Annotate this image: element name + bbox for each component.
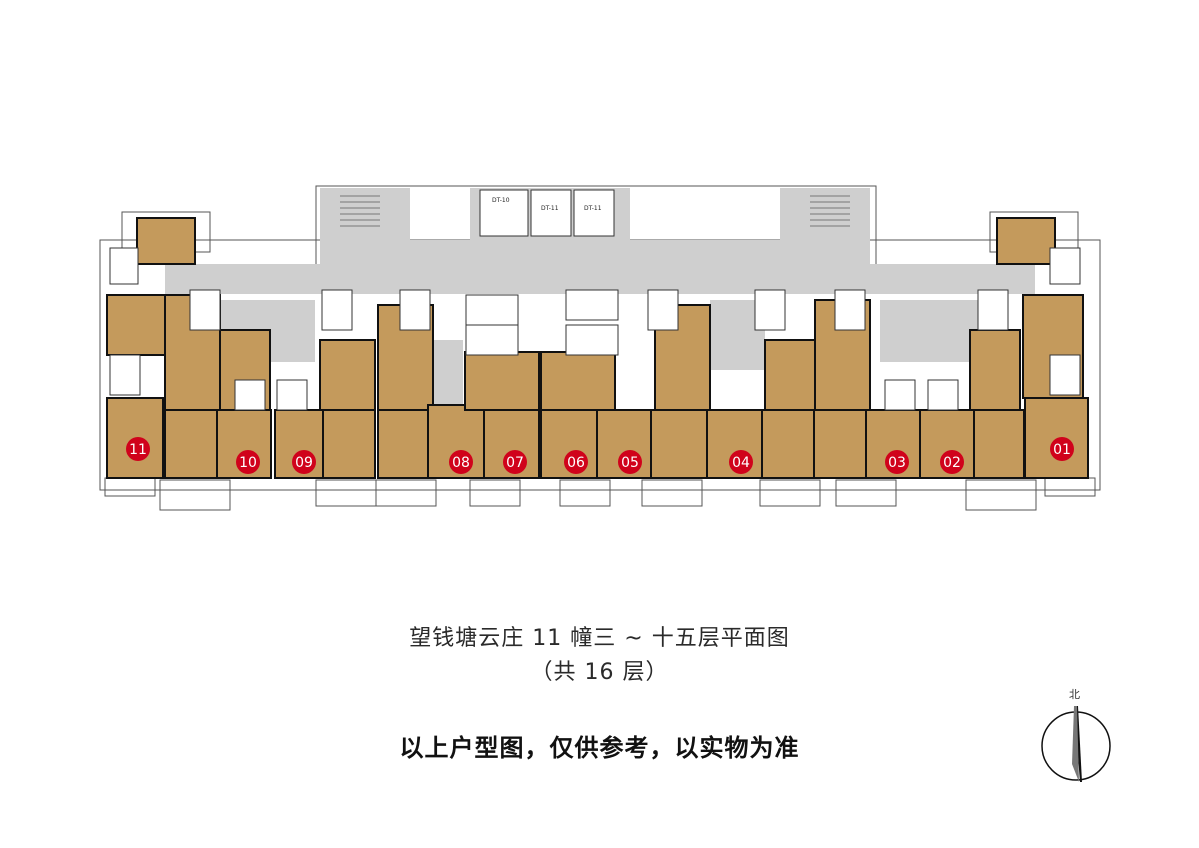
unit-number-01: 01 <box>1053 442 1071 458</box>
unit-number-05: 05 <box>621 455 639 471</box>
unit-badge-01 <box>1050 437 1074 461</box>
north-label: 北 <box>1069 688 1080 701</box>
elevator-labels: DT-10 DT-11 DT-11 <box>492 197 602 212</box>
unit-badge-03 <box>885 450 909 474</box>
unit-number-06: 06 <box>567 455 585 471</box>
stairs <box>340 195 850 227</box>
unit-badge-08 <box>449 450 473 474</box>
unit-badge-04 <box>729 450 753 474</box>
plan-subtitle: （共 16 层） <box>530 660 669 685</box>
unit-badge-07 <box>503 450 527 474</box>
elevator-label-b: DT-11 <box>541 205 559 212</box>
unit-number-04: 04 <box>732 455 750 471</box>
unit-number-10: 10 <box>239 455 257 471</box>
disclaimer: 以上户型图，仅供参考，以实物为准 <box>399 734 800 762</box>
unit-badge-05 <box>618 450 642 474</box>
unit-badge-06 <box>564 450 588 474</box>
unit-badge-10 <box>236 450 260 474</box>
compass-needle-shadow <box>1072 706 1079 782</box>
plan-title: 望钱塘云庄 11 幢三 ~ 十五层平面图 <box>409 626 790 651</box>
unit-badge-11 <box>126 437 150 461</box>
unit-number-08: 08 <box>452 455 470 471</box>
unit-badges: 11 10 09 08 07 06 05 04 03 02 01 <box>126 437 1074 474</box>
common-areas <box>165 188 1035 404</box>
unit-number-11: 11 <box>129 442 147 458</box>
unit-badge-02 <box>940 450 964 474</box>
north-compass: 北 <box>1041 688 1111 782</box>
unit-number-07: 07 <box>506 455 524 471</box>
service-rooms <box>109 189 1081 411</box>
elevator-label-a: DT-10 <box>492 197 510 204</box>
unit-number-03: 03 <box>888 455 906 471</box>
unit-badge-09 <box>292 450 316 474</box>
unit-number-09: 09 <box>295 455 313 471</box>
unit-number-02: 02 <box>943 455 961 471</box>
elevator-label-c: DT-11 <box>584 205 602 212</box>
unit-rooms <box>106 217 1089 479</box>
